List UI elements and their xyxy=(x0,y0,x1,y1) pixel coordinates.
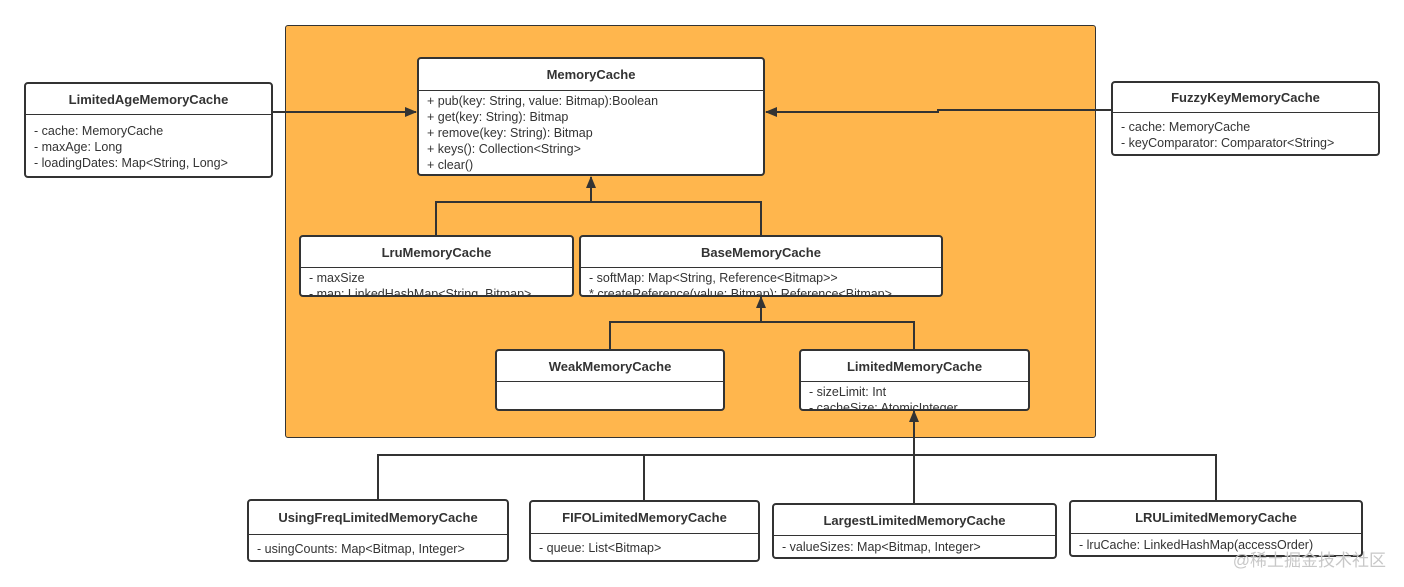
member: + remove(key: String): Bitmap xyxy=(427,126,593,140)
class-lru-memory-cache[interactable]: LruMemoryCache - maxSize - map: LinkedHa… xyxy=(299,235,574,297)
member: - maxSize xyxy=(309,271,365,285)
class-weak-memory-cache[interactable]: WeakMemoryCache xyxy=(495,349,725,411)
class-largest-limited-memory-cache[interactable]: LargestLimitedMemoryCache - valueSizes: … xyxy=(772,503,1057,559)
member: - map: LinkedHashMap<String, Bitmap> xyxy=(309,287,532,297)
member: - maxAge: Long xyxy=(34,140,123,154)
class-name: MemoryCache xyxy=(419,59,763,91)
class-name: LimitedAgeMemoryCache xyxy=(26,84,271,115)
class-name: FIFOLimitedMemoryCache xyxy=(531,502,758,534)
class-name: WeakMemoryCache xyxy=(497,351,723,382)
member: + keys(): Collection<String> xyxy=(427,142,581,156)
member: - valueSizes: Map<Bitmap, Integer> xyxy=(782,540,981,554)
class-name: LruMemoryCache xyxy=(301,237,572,268)
class-limited-age-memory-cache[interactable]: LimitedAgeMemoryCache - cache: MemoryCac… xyxy=(24,82,273,178)
member: - cacheSize: AtomicInteger xyxy=(809,401,958,411)
class-using-freq-limited-memory-cache[interactable]: UsingFreqLimitedMemoryCache - usingCount… xyxy=(247,499,509,562)
member: - softMap: Map<String, Reference<Bitmap>… xyxy=(589,271,838,285)
class-name: FuzzyKeyMemoryCache xyxy=(1113,83,1378,113)
member: + get(key: String): Bitmap xyxy=(427,110,569,124)
class-name: LargestLimitedMemoryCache xyxy=(774,505,1055,536)
weak-limited-branch xyxy=(609,321,915,349)
class-name: LRULimitedMemoryCache xyxy=(1071,502,1361,534)
lru-base-branch xyxy=(435,201,762,235)
member: - queue: List<Bitmap> xyxy=(539,541,662,555)
class-memory-cache[interactable]: MemoryCache + pub(key: String, value: Bi… xyxy=(417,57,765,176)
class-lru-limited-memory-cache[interactable]: LRULimitedMemoryCache - lruCache: Linked… xyxy=(1069,500,1363,557)
class-limited-memory-cache[interactable]: LimitedMemoryCache - sizeLimit: Int - ca… xyxy=(799,349,1030,411)
member: + clear() xyxy=(427,158,474,172)
class-name: UsingFreqLimitedMemoryCache xyxy=(249,501,507,535)
member: - cache: MemoryCache xyxy=(1121,120,1251,134)
watermark: @稀土掘金技术社区 xyxy=(1232,551,1386,570)
member: - lruCache: LinkedHashMap(accessOrder) xyxy=(1079,538,1314,552)
member: - cache: MemoryCache xyxy=(34,124,164,138)
member: * createReference(value: Bitmap): Refere… xyxy=(589,287,892,297)
fuzzy-to-memorycache xyxy=(765,107,1111,117)
member: - sizeLimit: Int xyxy=(809,385,887,399)
class-name: BaseMemoryCache xyxy=(581,237,941,268)
bottom-branch xyxy=(377,454,1217,503)
class-base-memory-cache[interactable]: BaseMemoryCache - softMap: Map<String, R… xyxy=(579,235,943,297)
member: + pub(key: String, value: Bitmap):Boolea… xyxy=(427,94,659,108)
class-fuzzy-key-memory-cache[interactable]: FuzzyKeyMemoryCache - cache: MemoryCache… xyxy=(1111,81,1380,156)
member: - usingCounts: Map<Bitmap, Integer> xyxy=(257,542,465,556)
class-name: LimitedMemoryCache xyxy=(801,351,1028,382)
member: - keyComparator: Comparator<String> xyxy=(1121,136,1335,150)
member: - loadingDates: Map<String, Long> xyxy=(34,156,228,170)
class-fifo-limited-memory-cache[interactable]: FIFOLimitedMemoryCache - queue: List<Bit… xyxy=(529,500,760,562)
